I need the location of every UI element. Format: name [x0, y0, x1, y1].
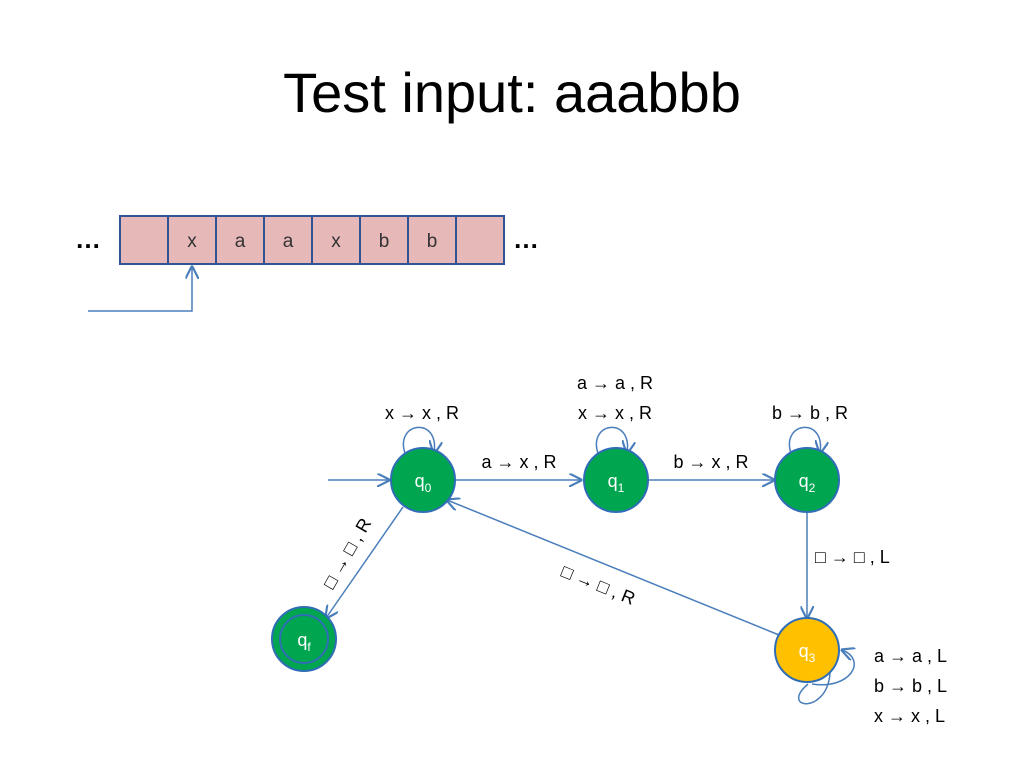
tape-right-ellipsis: …	[513, 224, 539, 254]
state-q3-active: q3	[774, 617, 840, 683]
state-subscript: 2	[809, 481, 816, 495]
tape-head-pointer	[88, 267, 192, 312]
tape-cell-symbol: a	[235, 231, 246, 252]
label-q3-q0: □ → □ , R	[559, 561, 639, 609]
state-subscript: 1	[618, 481, 625, 495]
state-label: q	[799, 641, 809, 661]
tape-cell-symbol: b	[379, 231, 390, 252]
loop-q3	[798, 669, 831, 705]
svg-text:q3: q3	[799, 641, 816, 665]
tape-cell-symbol: b	[427, 231, 438, 252]
loop-q0	[402, 426, 434, 457]
svg-text:q2: q2	[799, 471, 816, 495]
tape-left-ellipsis: …	[75, 224, 101, 254]
svg-text:q1: q1	[608, 471, 625, 495]
label-q0-loop: x → x , R	[385, 403, 459, 423]
state-q0: q0	[390, 447, 456, 513]
state-label: q	[415, 471, 425, 491]
tape-cell	[311, 215, 361, 265]
label-q2-q3: □ → □ , L	[815, 547, 890, 567]
state-q2: q2	[774, 447, 840, 513]
state-label: q	[608, 471, 618, 491]
edge-q0-qf	[326, 506, 404, 618]
edge-q3-q0	[447, 500, 780, 636]
svg-text:q0: q0	[415, 471, 432, 495]
tape-cell-symbol: a	[283, 231, 294, 252]
state-subscript: f	[307, 640, 311, 654]
tape-cell	[359, 215, 409, 265]
state-qf-accept: qf	[271, 606, 337, 672]
tape: x a a x b b	[119, 215, 505, 265]
tape-cell-symbol: x	[187, 231, 197, 252]
slide-title: Test input: aaabbb	[283, 61, 741, 124]
tape-cell	[215, 215, 265, 265]
state-label: q	[297, 630, 307, 650]
label-q2-loop: b → b , R	[772, 403, 848, 423]
label-q3-loop-2: b → b , L	[874, 676, 947, 696]
state-subscript: 3	[809, 651, 816, 665]
loop-q1	[595, 426, 627, 457]
tape-cell	[167, 215, 217, 265]
tape-cell	[119, 215, 169, 265]
state-label: q	[799, 471, 809, 491]
label-q1-q2: b → x , R	[673, 452, 748, 472]
tape-cell	[263, 215, 313, 265]
label-q0-q1: a → x , R	[481, 452, 556, 472]
loop-q2	[788, 426, 820, 457]
svg-text:qf: qf	[297, 630, 311, 654]
label-q0-qf: □ → □ , R	[319, 515, 375, 592]
state-q1: q1	[583, 447, 649, 513]
tape-cell-symbol: x	[331, 231, 341, 252]
tape-cell	[407, 215, 457, 265]
state-subscript: 0	[425, 481, 432, 495]
label-q1-loop-1: a → a , R	[577, 373, 653, 393]
label-q3-loop-3: x → x , L	[874, 706, 945, 726]
label-q1-loop-2: x → x , R	[578, 403, 652, 423]
label-q3-loop-1: a → a , L	[874, 646, 947, 666]
tape-cell	[455, 215, 505, 265]
loop-q3-tail	[811, 650, 854, 686]
